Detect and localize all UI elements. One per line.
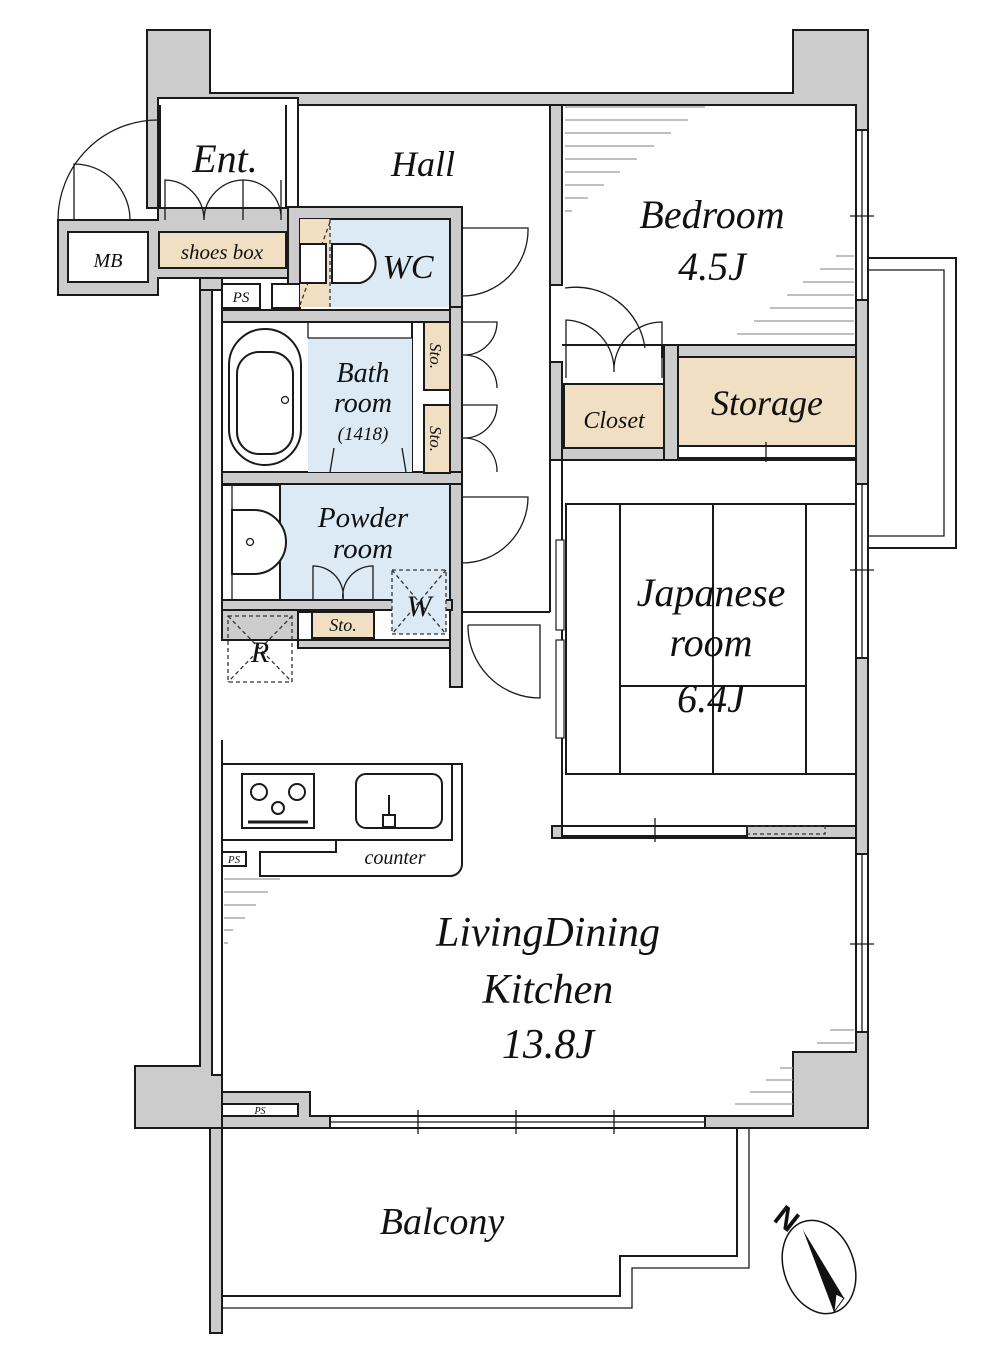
stove-icon — [241, 773, 315, 829]
label-ldk-2: Kitchen — [482, 967, 614, 1013]
label-counter: counter — [364, 847, 425, 869]
label-wc: WC — [383, 249, 434, 286]
storage-small-2 — [423, 404, 451, 474]
wall-powder-bottom — [221, 599, 453, 611]
toilet-tank — [299, 243, 327, 284]
shoes-box — [158, 231, 287, 269]
label-ldk-size: 13.8J — [502, 1022, 597, 1068]
pipe-space-1 — [221, 283, 261, 309]
label-ps-3: PS — [253, 1106, 265, 1117]
label-powder-2: room — [333, 533, 393, 565]
pipe-space-3 — [221, 1103, 299, 1117]
label-entrance: Ent. — [191, 136, 258, 181]
sink-icon — [355, 773, 443, 829]
closet-doors — [565, 319, 663, 378]
ldk-floor-hatch — [224, 878, 854, 1105]
powder-door — [461, 496, 529, 564]
label-hall: Hall — [390, 144, 455, 184]
label-bedroom: Bedroom — [639, 192, 784, 237]
label-shoes-box: shoes box — [181, 240, 264, 264]
wc-door — [461, 227, 529, 297]
mb-door — [73, 163, 131, 221]
refrigerator-space — [227, 615, 293, 683]
kitchen-counter — [222, 763, 463, 877]
label-japanese-1: Japanese — [637, 570, 786, 615]
meter-box — [67, 231, 149, 283]
label-japanese-2: room — [670, 620, 753, 665]
label-meter-box: MB — [93, 250, 123, 272]
hall-wall — [449, 306, 463, 688]
label-bedroom-size: 4.5J — [678, 244, 748, 289]
balcony-outline — [221, 1128, 738, 1297]
tatami-grid — [565, 503, 857, 775]
label-closet: Closet — [583, 408, 646, 434]
fusuma-2 — [555, 639, 565, 739]
label-ps-2: PS — [227, 854, 241, 866]
sto-door-2 — [462, 404, 498, 473]
outer-wall-right-1 — [855, 299, 869, 485]
north-compass-icon: N — [768, 1199, 857, 1315]
shoes-box-doors — [164, 179, 282, 221]
label-bath-1: Bath — [337, 358, 390, 389]
sto-door-1 — [462, 321, 498, 389]
bedroom-floor-hatch — [565, 106, 854, 335]
closet-wall — [549, 361, 563, 461]
storage-wall-left — [663, 344, 679, 461]
ldk-door — [467, 624, 541, 699]
label-bath-size: (1418) — [338, 424, 389, 445]
label-sto-2: Sto. — [426, 426, 445, 452]
entry-door-swing — [57, 119, 159, 221]
label-storage: Storage — [711, 383, 823, 423]
washer-space — [391, 569, 447, 635]
side-balcony — [868, 257, 957, 549]
storage-small-1 — [423, 321, 451, 391]
closet — [563, 383, 665, 449]
label-refrigerator: R — [250, 636, 269, 669]
label-washer: W — [407, 590, 435, 623]
bedroom-wall-bottom — [661, 344, 857, 358]
outer-wall-right-2 — [855, 657, 869, 855]
pipe-space-2 — [221, 851, 247, 867]
label-ldk-1: LivingDining — [435, 910, 660, 956]
closet-wall-bottom — [561, 447, 677, 461]
bedroom-door — [564, 286, 646, 349]
label-powder-sto: Sto. — [329, 615, 357, 635]
powder-storage-doors — [312, 565, 374, 601]
label-powder-1: Powder — [317, 502, 409, 534]
label-ps-1: PS — [232, 290, 250, 306]
label-balcony: Balcony — [380, 1201, 505, 1243]
toilet-icon — [331, 243, 377, 284]
outer-wall-left — [134, 289, 223, 1129]
washbasin-icon — [231, 509, 287, 575]
label-japanese-size: 6.4J — [677, 676, 747, 721]
label-bath-2: room — [334, 388, 392, 419]
bedroom-wall-left — [549, 104, 563, 286]
balcony-wall — [209, 1127, 223, 1334]
powder-storage — [311, 611, 375, 639]
label-sto-1: Sto. — [426, 343, 445, 369]
fusuma-1 — [555, 539, 565, 631]
